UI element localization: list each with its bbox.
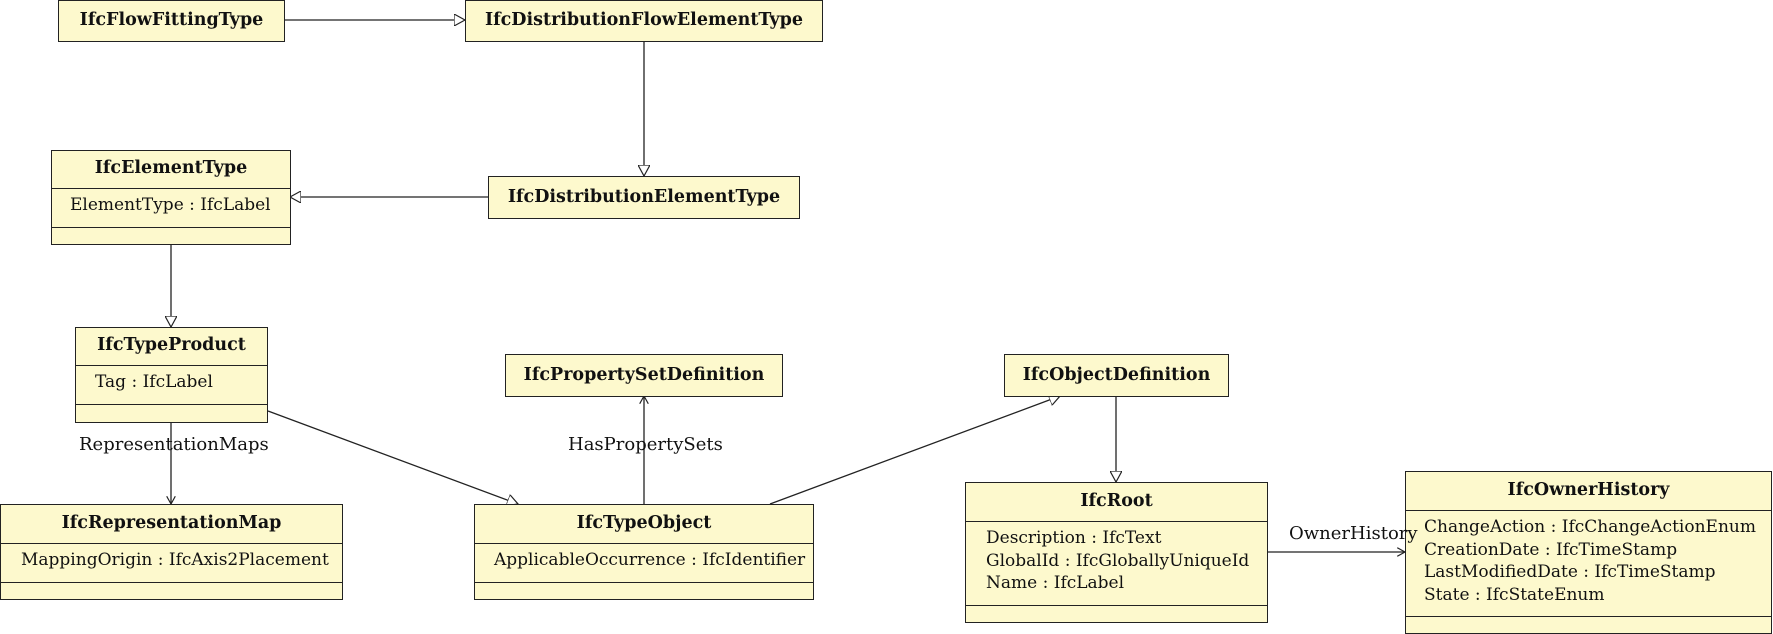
- attribute: Name : IfcLabel: [986, 573, 1125, 593]
- class-ifcelementtype: IfcElementType ElementType : IfcLabel: [51, 150, 291, 245]
- generalization-typeobject-to-objectdefinition: [769, 396, 1060, 505]
- class-name: IfcElementType: [94, 158, 248, 178]
- attribute: ApplicableOccurrence : IfcIdentifier: [494, 550, 806, 570]
- association-label-haspropertysets: HasPropertySets: [568, 434, 723, 455]
- operations-compartment: [1, 582, 342, 599]
- class-ifcrepresentationmap: IfcRepresentationMap MappingOrigin : Ifc…: [0, 504, 343, 600]
- attribute: GlobalId : IfcGloballyUniqueId: [986, 550, 1250, 571]
- class-name: IfcOwnerHistory: [1507, 480, 1670, 500]
- class-ifcpropertysetdefinition: IfcPropertySetDefinition: [505, 354, 783, 397]
- class-ifcdistributionelementtype: IfcDistributionElementType: [488, 176, 800, 219]
- attributes-compartment: Tag : IfcLabel: [76, 365, 267, 404]
- attribute: State : IfcStateEnum: [1424, 584, 1605, 605]
- operations-compartment: [475, 582, 813, 599]
- class-ifcdistributionflowelementtype: IfcDistributionFlowElementType: [465, 0, 823, 42]
- class-name: IfcPropertySetDefinition: [523, 365, 765, 385]
- operations-compartment: [966, 605, 1267, 623]
- class-name: IfcDistributionFlowElementType: [484, 10, 804, 30]
- generalization-typeproduct-to-typeobject: [267, 410, 518, 504]
- class-name: IfcRoot: [1080, 491, 1153, 511]
- attributes-compartment: Description : IfcText GlobalId : IfcGlob…: [966, 521, 1267, 605]
- class-name: IfcDistributionElementType: [507, 187, 781, 207]
- class-ifctypeobject: IfcTypeObject ApplicableOccurrence : Ifc…: [474, 504, 814, 600]
- attributes-compartment: ChangeAction : IfcChangeActionEnum Creat…: [1406, 510, 1771, 616]
- attributes-compartment: ElementType : IfcLabel: [52, 188, 290, 227]
- attribute: Description : IfcText: [986, 528, 1162, 548]
- attribute: CreationDate : IfcTimeStamp: [1424, 539, 1678, 560]
- attribute: ChangeAction : IfcChangeActionEnum: [1424, 517, 1756, 537]
- class-ifcflowfittingtype: IfcFlowFittingType: [58, 0, 285, 42]
- association-label-representationmaps: RepresentationMaps: [79, 434, 269, 455]
- attribute: LastModifiedDate : IfcTimeStamp: [1424, 562, 1716, 582]
- association-label-ownerhistory: OwnerHistory: [1289, 523, 1418, 544]
- attribute: MappingOrigin : IfcAxis2Placement: [21, 550, 329, 570]
- class-name: IfcTypeProduct: [97, 335, 246, 355]
- attribute: Tag : IfcLabel: [95, 372, 213, 392]
- attributes-compartment: MappingOrigin : IfcAxis2Placement: [1, 543, 342, 582]
- class-ifctypeproduct: IfcTypeProduct Tag : IfcLabel: [75, 327, 268, 423]
- class-name: IfcObjectDefinition: [1022, 365, 1211, 385]
- class-ifcroot: IfcRoot Description : IfcText GlobalId :…: [965, 482, 1268, 623]
- operations-compartment: [1406, 616, 1771, 633]
- class-name: IfcRepresentationMap: [61, 513, 282, 533]
- class-name: IfcTypeObject: [576, 513, 712, 533]
- operations-compartment: [52, 227, 290, 244]
- class-ifcownerhistory: IfcOwnerHistory ChangeAction : IfcChange…: [1405, 471, 1772, 634]
- attributes-compartment: ApplicableOccurrence : IfcIdentifier: [475, 543, 813, 582]
- class-ifcobjectdefinition: IfcObjectDefinition: [1004, 354, 1229, 397]
- operations-compartment: [76, 404, 267, 422]
- class-name: IfcFlowFittingType: [79, 10, 264, 30]
- attribute: ElementType : IfcLabel: [70, 195, 271, 215]
